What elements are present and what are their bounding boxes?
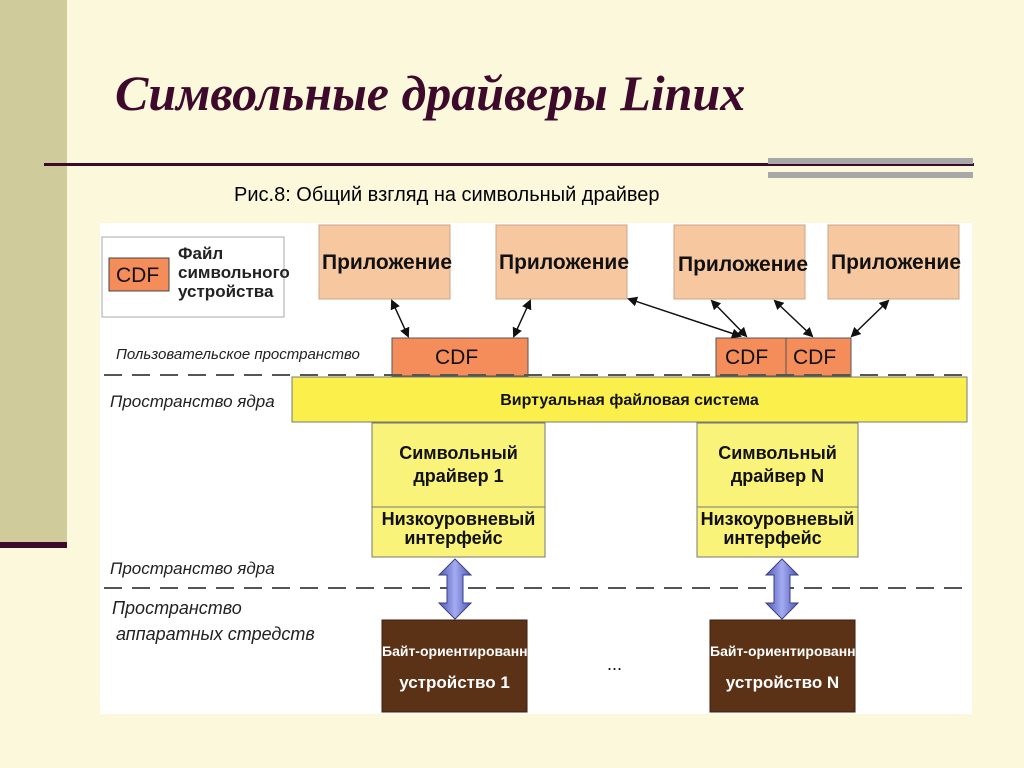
device-n-line2: устройство N	[725, 673, 840, 692]
figure-caption: Рис.8: Общий взгляд на символьный драйве…	[234, 184, 660, 206]
decor-gray-bar-bottom	[768, 172, 973, 178]
legend-text-line1: Файл	[178, 244, 224, 263]
user-space-label: Пользовательское пространство	[116, 346, 360, 363]
vfs-label: Виртуальная файловая система	[500, 392, 759, 409]
cdf-label-3: CDF	[793, 346, 837, 369]
device-1-box	[381, 619, 528, 713]
kernel-space-label-bottom: Пространство ядра	[110, 559, 275, 578]
cdf-label-2: CDF	[725, 346, 769, 369]
kernel-space-label-top: Пространство ядра	[110, 392, 275, 411]
side-decor-bar	[0, 0, 67, 547]
arrow-app3-cdf3	[773, 299, 814, 338]
device-1-line1: Байт-ориентированное	[382, 643, 544, 659]
cdf-box-3	[785, 337, 852, 377]
cdf-box-1	[391, 337, 529, 377]
device-n-line1: Байт-ориентированное	[710, 643, 872, 659]
arrow-app4-cdf3	[850, 299, 890, 338]
driver-1-box	[371, 422, 546, 508]
cdf-label-1: CDF	[435, 346, 479, 369]
cdf-box-2	[715, 337, 787, 377]
driver-n-title-line2: драйвер N	[730, 466, 825, 486]
arrow-app2-cdf2	[627, 296, 742, 339]
driver-1-title-line2: драйвер 1	[413, 466, 504, 486]
app-label-1: Приложение	[322, 251, 453, 274]
driver-1-title-line1: Символьный	[399, 443, 518, 463]
arrow-app3-cdf2	[710, 299, 748, 338]
driver-n-low-line2: интерфейс	[723, 528, 822, 548]
app-label-2: Приложение	[499, 251, 630, 274]
app-box-1	[318, 224, 451, 300]
arrow-app2-cdf1	[512, 299, 532, 338]
ellipsis-label: ...	[607, 654, 623, 674]
decor-gray-bar-top	[768, 158, 973, 164]
driver-n-low-line1: Низкоуровневый	[700, 509, 855, 529]
slide-title: Символьные драйверы Linux	[115, 65, 746, 121]
driver-1-low-box	[371, 506, 546, 558]
char-driver-diagram: CDF Файл символьного устройства Приложен…	[100, 223, 972, 714]
driver-1-low-line2: интерфейс	[404, 528, 503, 548]
app-label-4: Приложение	[831, 251, 962, 274]
app-box-2	[495, 224, 628, 300]
title-rule	[44, 163, 974, 166]
device-1-line2: устройство 1	[399, 673, 510, 692]
driver-1-low-line1: Низкоуровневый	[381, 509, 536, 529]
vfs-bar	[291, 376, 968, 423]
driver-n-low-box	[696, 506, 859, 558]
device-n-box	[709, 619, 856, 713]
arrow-app1-cdf1	[390, 299, 410, 338]
hardware-space-label-line1: Пространство	[112, 598, 242, 618]
arrow-drivern-devicen	[764, 558, 800, 620]
legend-cdf-box	[108, 257, 170, 292]
legend-cdf-label: CDF	[116, 264, 160, 287]
driver-n-box	[696, 422, 859, 508]
diagram-shapes	[101, 224, 968, 713]
app-label-3: Приложение	[678, 253, 809, 276]
side-decor-line	[0, 542, 67, 548]
driver-n-title-line1: Символьный	[718, 443, 837, 463]
legend-text-line2: символьного	[178, 263, 290, 282]
hardware-space-label-line2: аппаратных стредств	[116, 624, 315, 644]
arrow-driver1-device1	[437, 558, 473, 620]
app-box-4	[827, 224, 960, 300]
legend-text-line3: устройства	[178, 282, 274, 301]
